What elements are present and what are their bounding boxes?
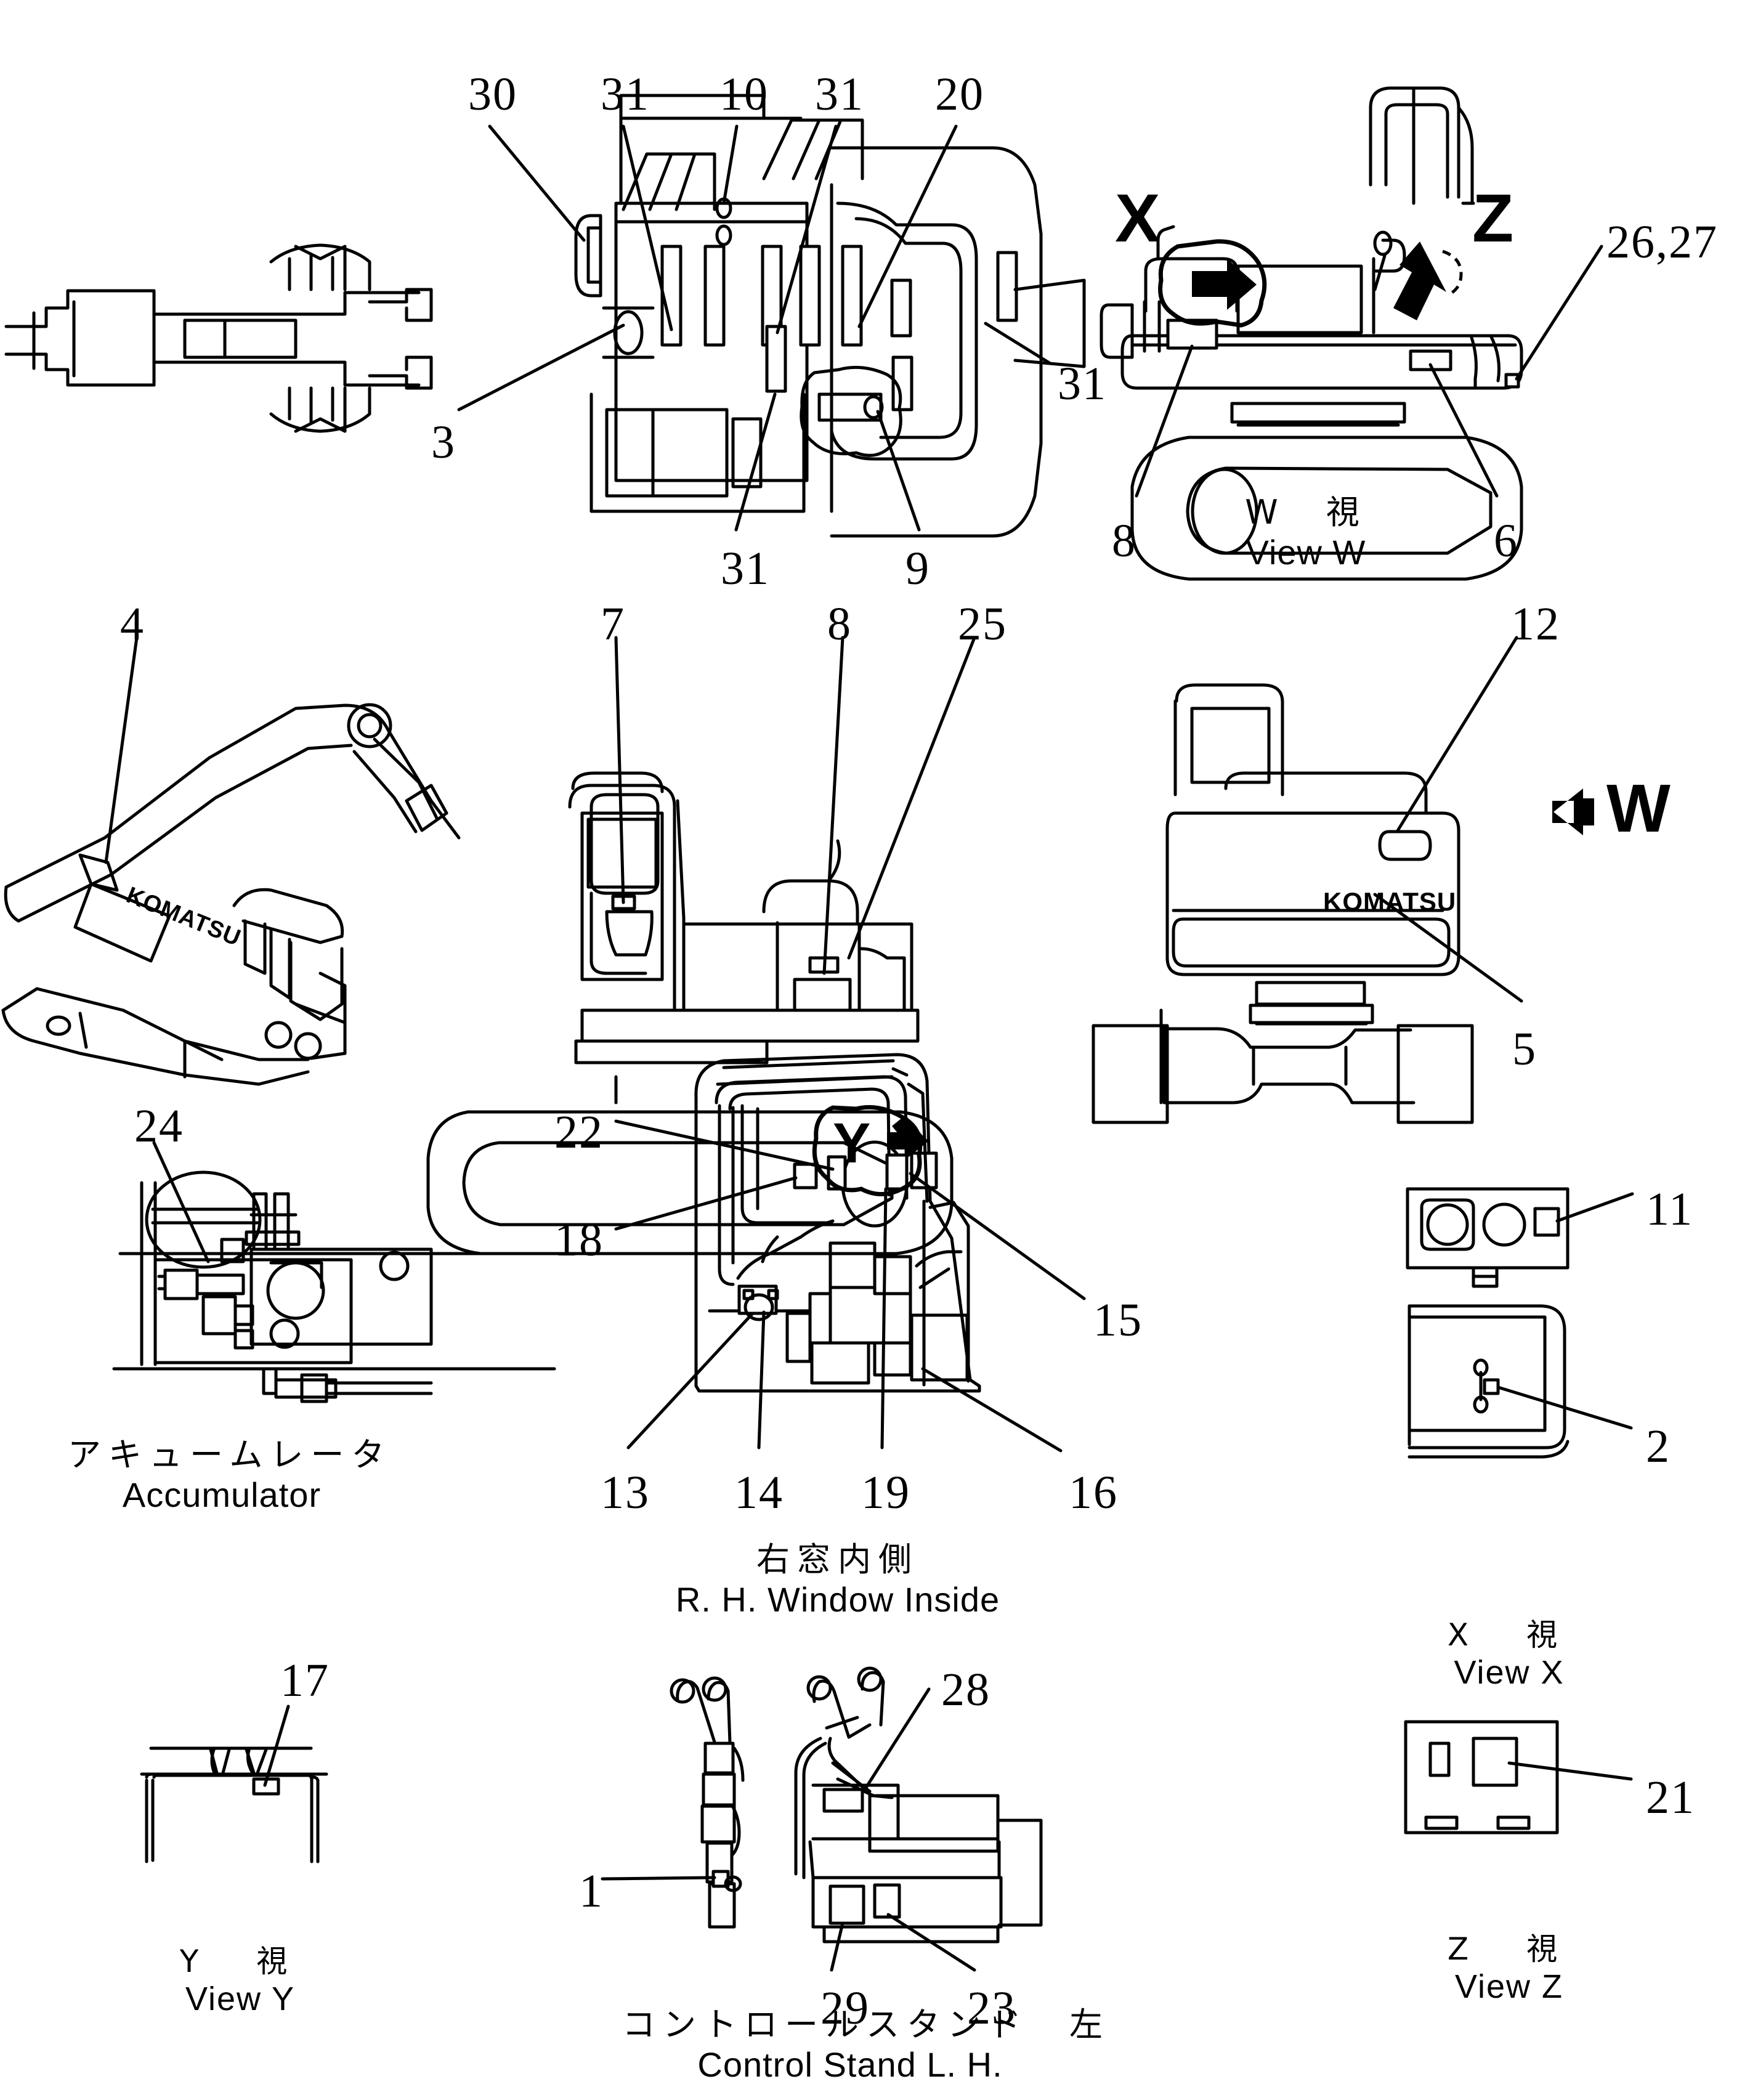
x-direction-arrow-icon (1192, 259, 1257, 310)
caption-view-x: X 視 View X (1386, 1617, 1632, 1693)
caption-accumulator-jp: アキュームレータ (68, 1435, 392, 1474)
caption-accumulator: アキュームレータ Accumulator (68, 1435, 392, 1515)
caption-control-stand-jp: コントロールスタンド 左 (622, 2005, 1110, 2044)
callout-8: 8 (827, 598, 852, 650)
callout-2: 2 (1646, 1421, 1671, 1472)
rh-window-detail (694, 1053, 981, 1393)
caption-view-x-en: View X (1454, 1654, 1565, 1691)
view-z-letter: Z (1472, 180, 1514, 256)
callout-21: 21 (1646, 1772, 1695, 1823)
callout-31: 31 (721, 543, 770, 594)
callout-17: 17 (280, 1655, 330, 1706)
rear-komatsu-logo: KOMATSU (1323, 887, 1457, 916)
callout-7: 7 (601, 598, 625, 650)
callout-5: 5 (1512, 1023, 1537, 1075)
caption-control-stand: コントロールスタンド 左 Control Stand L. H. (622, 2005, 1110, 2085)
callout-16: 16 (1069, 1467, 1118, 1518)
view-y-detail (140, 1746, 328, 1863)
caption-view-z-en: View Z (1454, 1968, 1564, 2005)
caption-view-w-en: View W (1246, 532, 1366, 572)
callout-1: 1 (579, 1865, 604, 1917)
callout-6: 6 (1494, 515, 1518, 567)
x-callout-blob (1158, 239, 1267, 328)
caption-view-z: Z 視 View Z (1386, 1931, 1632, 2007)
z-direction-arrow-icon (1393, 241, 1446, 320)
callout-25: 25 (958, 598, 1007, 650)
callout-12: 12 (1511, 598, 1560, 650)
callout-20: 20 (935, 68, 984, 120)
view-y-letter: Y (833, 1112, 871, 1175)
side-view-machine (1, 703, 954, 1255)
callout-28: 28 (941, 1664, 990, 1716)
caption-view-w-jp: W 視 (1245, 493, 1367, 532)
caption-view-x-jp: X 視 (1447, 1617, 1571, 1653)
callout-31: 31 (1058, 358, 1107, 410)
caption-view-y: Y 視 View Y (117, 1944, 363, 2019)
caption-view-w: W 視 View W (1170, 493, 1441, 573)
view-x-letter: X (1115, 180, 1161, 256)
caption-rh-window-jp: 右窓内側 (756, 1540, 919, 1579)
callout-10: 10 (719, 68, 769, 120)
caption-accumulator-en: Accumulator (122, 1475, 322, 1514)
plan-view-machine (4, 94, 1086, 538)
y-direction-arrow-icon (887, 1122, 929, 1159)
callout-31: 31 (601, 68, 650, 120)
view-x-upper-box (1406, 1187, 1570, 1288)
callout-24: 24 (134, 1100, 184, 1152)
view-w-letter: W (1606, 771, 1671, 846)
callout-4: 4 (120, 598, 145, 650)
accumulator-detail (112, 1170, 556, 1403)
callout-18: 18 (554, 1214, 604, 1266)
callout-3: 3 (431, 416, 456, 468)
view-z-panel (1404, 1720, 1559, 1834)
callout-15: 15 (1093, 1294, 1143, 1346)
caption-view-z-jp: Z 視 (1447, 1931, 1571, 1967)
callout-9: 9 (905, 543, 930, 594)
callout-19: 19 (861, 1467, 910, 1518)
callout-23: 23 (967, 1982, 1016, 2034)
caption-view-y-jp: Y 視 (179, 1944, 301, 1979)
caption-control-stand-en: Control Stand L. H. (697, 2045, 1003, 2084)
callout-8: 8 (1112, 515, 1136, 567)
caption-view-y-en: View Y (185, 1980, 296, 2017)
boom-komatsu-logo: KOMATSU (123, 882, 245, 952)
callout-14: 14 (734, 1467, 784, 1518)
callout-31: 31 (815, 68, 864, 120)
w-direction-arrow-icon (1552, 789, 1583, 835)
callout-29: 29 (820, 1982, 870, 2034)
callout-30: 30 (468, 68, 517, 120)
callout-13: 13 (601, 1467, 650, 1518)
view-x-lower-panel (1408, 1304, 1570, 1459)
caption-rh-window: 右窓内側 R. H. Window Inside (634, 1540, 1041, 1620)
caption-rh-window-en: R. H. Window Inside (675, 1579, 1000, 1619)
callout-11: 11 (1646, 1183, 1694, 1235)
callout-22: 22 (554, 1106, 604, 1158)
callout-26-27: 26,27 (1606, 216, 1718, 268)
